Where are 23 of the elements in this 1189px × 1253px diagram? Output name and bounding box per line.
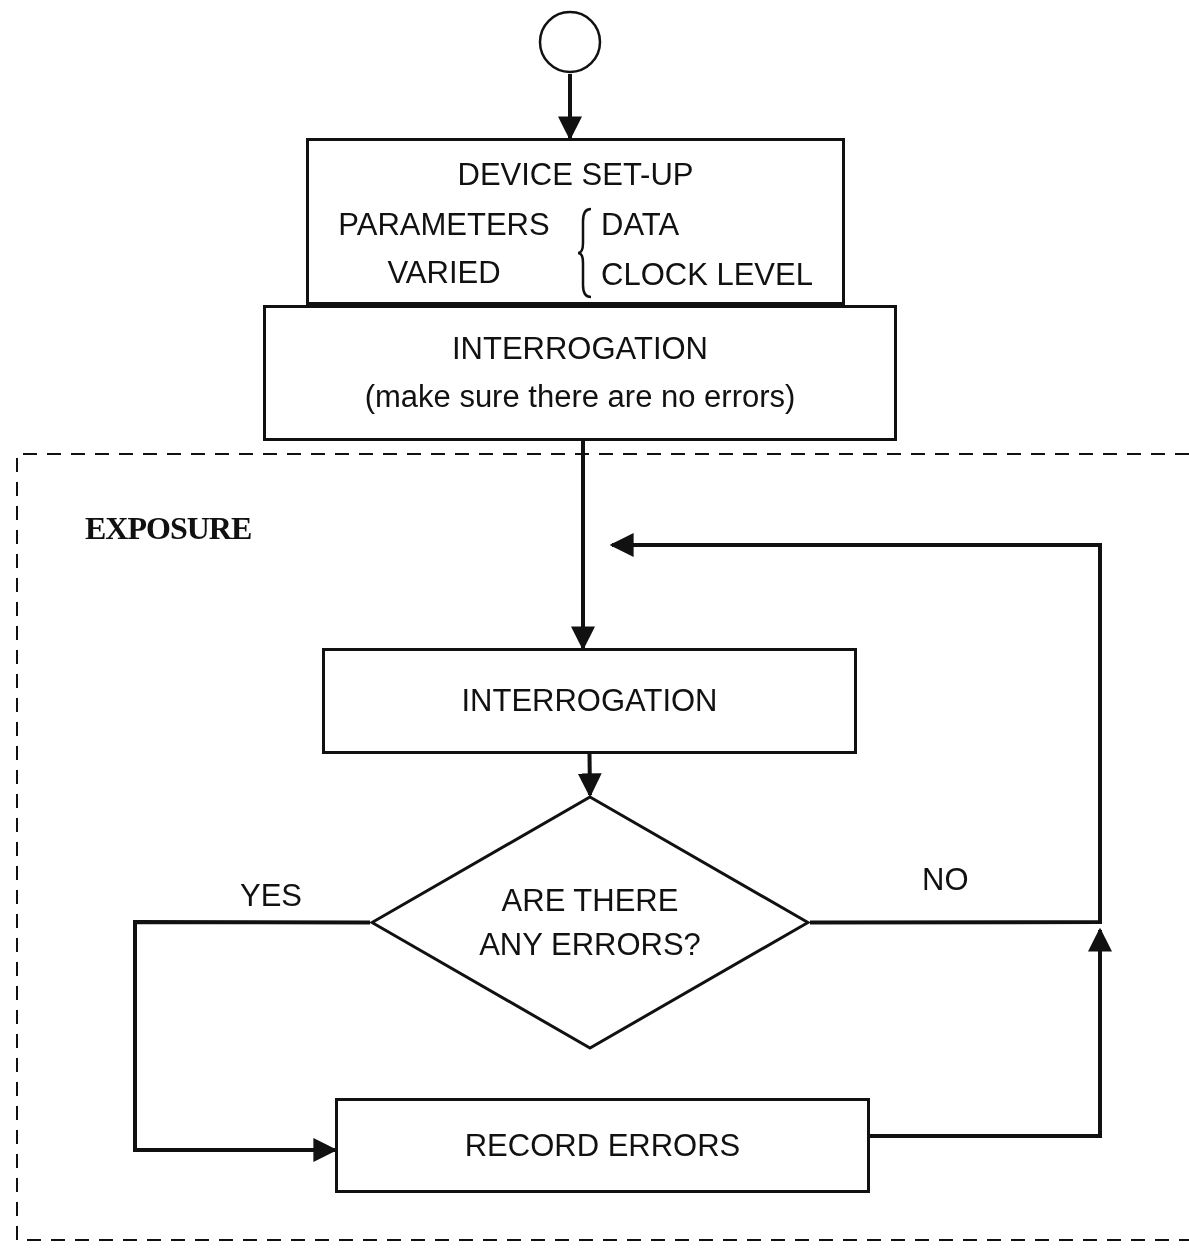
box-text: CLOCK LEVEL — [601, 256, 814, 294]
arrow — [609, 533, 1102, 925]
arrow — [577, 753, 602, 798]
exposure-region — [15, 452, 1189, 1242]
circle-node — [538, 10, 602, 74]
box-text: PARAMETERS VARIED — [337, 206, 551, 292]
box-text: DEVICE SET-UP — [456, 156, 695, 194]
box-text: INTERROGATION — [451, 330, 708, 368]
box-text: INTERROGATION — [461, 682, 718, 720]
arrow — [133, 920, 370, 1162]
process-box — [263, 305, 897, 441]
process-box — [306, 138, 845, 305]
box-text: DATA — [601, 206, 681, 244]
arrow — [558, 74, 582, 141]
process-box — [335, 1098, 870, 1193]
box-text: (make sure there are no errors) — [364, 378, 796, 416]
arrow — [571, 441, 595, 651]
arrow — [870, 927, 1112, 1138]
decision-diamond — [370, 795, 810, 1050]
region-title: EXPOSURE — [85, 510, 252, 547]
box-text: RECORD ERRORS — [464, 1126, 741, 1165]
process-box — [322, 648, 857, 754]
decision-text: ARE THERE ANY ERRORS? — [478, 881, 702, 964]
